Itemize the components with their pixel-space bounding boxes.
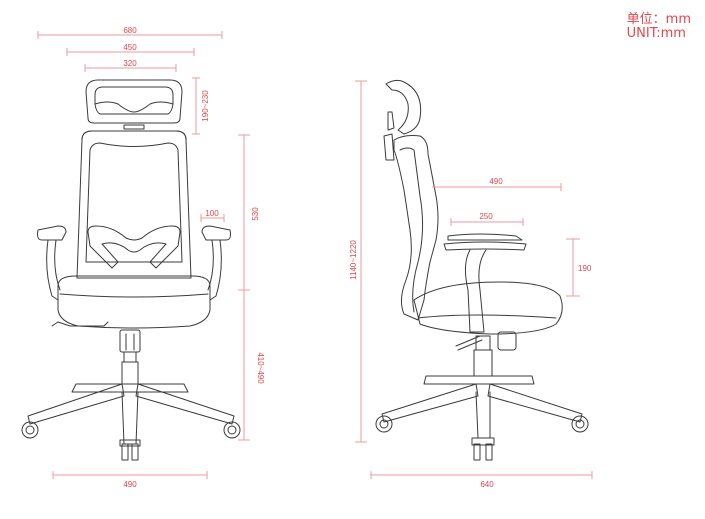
front-view-chair-drawing xyxy=(21,79,241,461)
dimension-text-320: 320 xyxy=(123,59,137,68)
dimension-armrest-height: 190 xyxy=(566,238,592,297)
dimension-seat-height: 410~490 xyxy=(238,290,265,441)
dimension-backrest-height: 530 xyxy=(238,134,260,291)
dimension-text-250: 250 xyxy=(479,212,493,221)
dimension-text-1140-1220: 1140~1220 xyxy=(349,240,358,280)
dimension-text-530: 530 xyxy=(251,207,260,221)
dimension-armrest-width: 100 xyxy=(200,209,225,222)
dimension-overall-height: 1140~1220 xyxy=(349,80,367,443)
dimension-text-680: 680 xyxy=(123,26,137,35)
unit-label-en: UNIT:mm xyxy=(626,26,686,41)
dimension-headrest-width: 320 xyxy=(84,59,177,72)
dimension-text-100: 100 xyxy=(205,209,219,218)
dimension-text-490-base: 490 xyxy=(123,480,137,489)
dimension-base-width: 490 xyxy=(52,471,208,489)
unit-label: 单位：mm UNIT:mm xyxy=(627,13,691,41)
dimension-armrest-length: 250 xyxy=(450,212,524,226)
dimension-text-640: 640 xyxy=(480,480,494,489)
dimension-text-190-230: 190~230 xyxy=(201,90,210,122)
dimension-text-190: 190 xyxy=(578,264,592,273)
dimension-headrest-adjust: 190~230 xyxy=(192,77,210,135)
dimension-base-depth: 640 xyxy=(370,471,593,489)
dimension-text-450: 450 xyxy=(123,43,137,52)
dimension-text-490-depth: 490 xyxy=(489,177,503,186)
dimension-overall-width: 680 xyxy=(37,26,223,39)
dimension-text-410-490: 410~490 xyxy=(256,352,265,384)
dimension-seat-depth: 490 xyxy=(432,177,562,191)
side-view-chair-drawing xyxy=(375,79,589,461)
unit-label-cn: 单位：mm xyxy=(626,12,691,27)
dimension-backrest-width: 450 xyxy=(66,43,195,56)
